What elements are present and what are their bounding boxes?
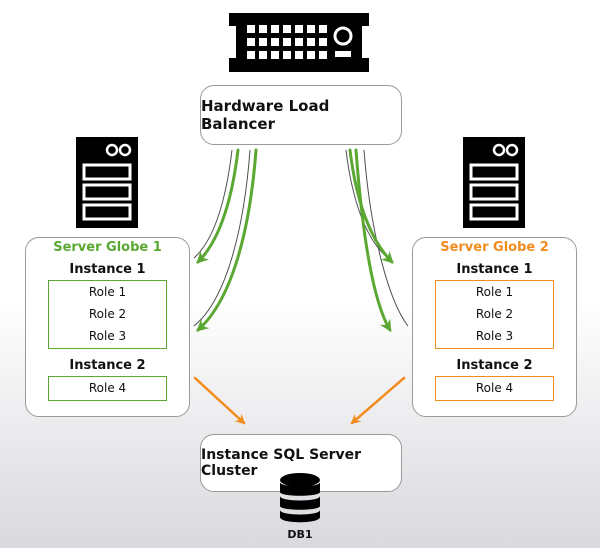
role-item[interactable]: Role 1	[475, 285, 514, 299]
database-label: DB1	[287, 528, 313, 541]
role-item[interactable]: Role 4	[475, 381, 514, 395]
arrow-lb-to-server1-b	[196, 148, 258, 332]
server-rack-icon	[76, 137, 138, 228]
role-item[interactable]: Role 4	[88, 381, 127, 395]
arrow-lb-to-server1-a	[196, 148, 240, 264]
instance-title: Instance 1	[456, 262, 533, 277]
load-balancer-label: Hardware Load Balancer	[201, 97, 330, 133]
arrows-to-server-2	[348, 148, 394, 333]
instance-title: Instance 2	[69, 358, 146, 373]
instance-2-roles: Role 4	[48, 376, 167, 401]
server-globe-1[interactable]: Server Globe 1 Instance 1 Role 1 Role 2 …	[25, 237, 190, 417]
sql-cluster-label: Instance SQL Server Cluster	[201, 447, 362, 479]
arrows-to-sql	[193, 376, 406, 425]
role-item[interactable]: Role 2	[88, 307, 127, 321]
role-item[interactable]: Role 3	[475, 329, 514, 343]
role-item[interactable]: Role 2	[475, 307, 514, 321]
arrow-lb-to-server2-b	[354, 148, 392, 333]
server-title: Server Globe 1	[53, 240, 162, 255]
role-item[interactable]: Role 1	[88, 285, 127, 299]
server-globe-2[interactable]: Server Globe 2 Instance 1 Role 1 Role 2 …	[412, 237, 577, 417]
instance-1-roles: Role 1 Role 2 Role 3	[435, 280, 554, 349]
load-balancer-box[interactable]: Hardware Load Balancer	[200, 85, 402, 145]
arrow-server1-to-sql	[193, 376, 246, 425]
arrow-lb-to-server2-a	[348, 148, 394, 264]
arrow-server2-to-sql	[350, 376, 406, 425]
arrows-to-server-1	[196, 148, 258, 332]
role-item[interactable]: Role 3	[88, 329, 127, 343]
load-balancer-device-icon	[229, 13, 369, 72]
server-rack-icon	[463, 137, 525, 228]
database-icon	[280, 473, 320, 523]
instance-title: Instance 2	[456, 358, 533, 373]
instance-2-roles: Role 4	[435, 376, 554, 401]
server-title: Server Globe 2	[440, 240, 549, 255]
instance-title: Instance 1	[69, 262, 146, 277]
instance-1-roles: Role 1 Role 2 Role 3	[48, 280, 167, 349]
